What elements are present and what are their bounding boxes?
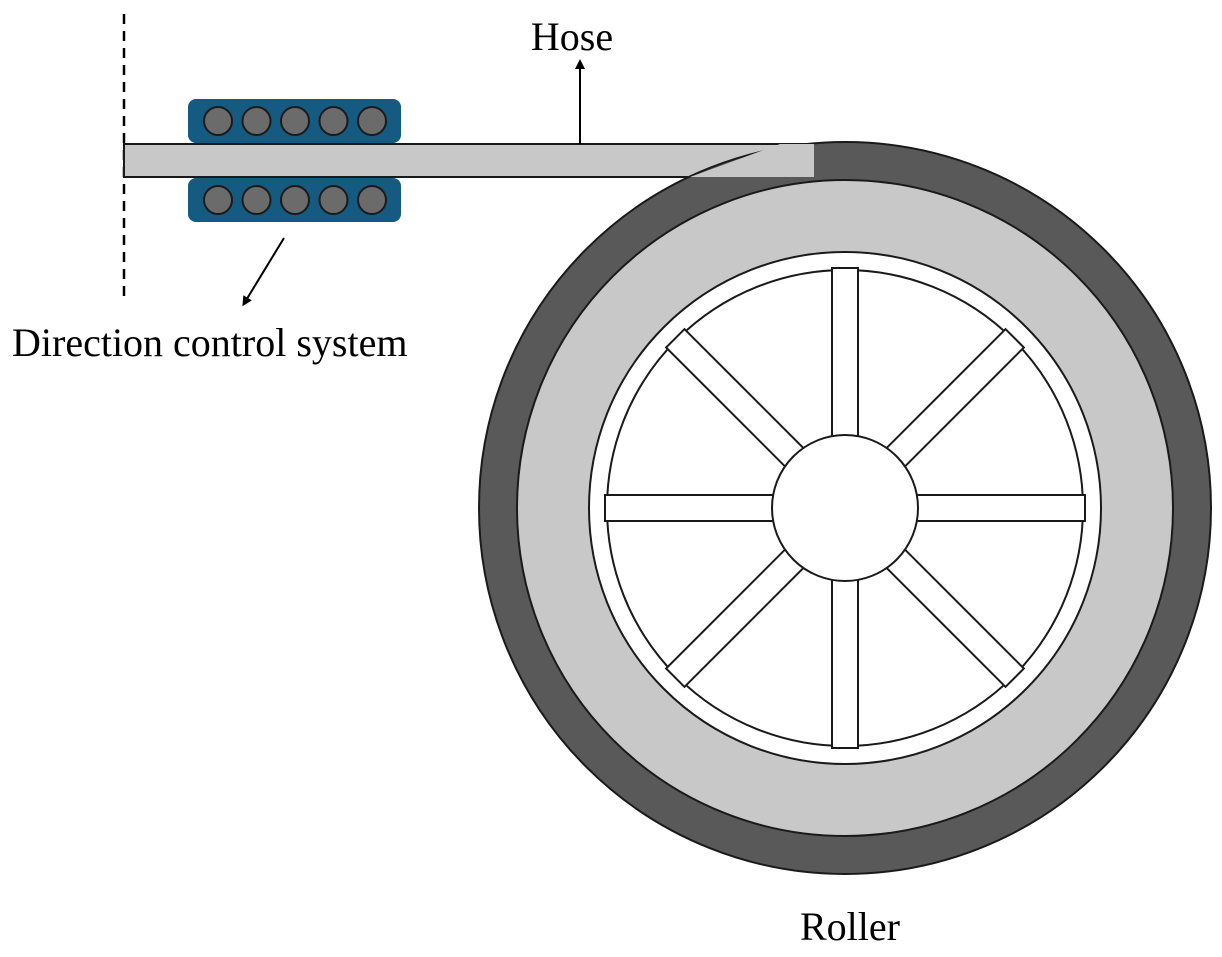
control-roller	[203, 185, 233, 215]
roller-spoke	[831, 267, 859, 438]
control-roller	[357, 185, 387, 215]
roller-spoke	[831, 578, 859, 749]
direction-control-system	[188, 99, 401, 222]
roller-spoke-bar	[915, 494, 1086, 522]
roller-spoke	[604, 494, 775, 522]
control-roller	[241, 185, 272, 215]
control-roller	[318, 106, 349, 136]
control-roller	[357, 106, 387, 136]
roller-wheel	[478, 141, 1212, 875]
roller-spoke-bar	[831, 578, 859, 749]
control-roller	[280, 185, 310, 215]
roller-hub	[771, 434, 919, 582]
control-roller	[241, 106, 272, 136]
roller-label: Roller	[800, 904, 900, 949]
roller-spoke-bar	[604, 494, 775, 522]
roller-spoke-bar	[831, 267, 859, 438]
control-rollers	[203, 106, 387, 215]
hose-label: Hose	[531, 14, 613, 59]
roller-spokes	[604, 267, 1086, 749]
roller-spoke	[915, 494, 1086, 522]
direction-control-system-label: Direction control system	[12, 320, 407, 365]
control-roller	[203, 106, 233, 136]
control-roller	[318, 185, 349, 215]
hose-wrap	[690, 144, 814, 177]
control-roller	[280, 106, 310, 136]
control-system-pointer-arrow	[242, 237, 285, 307]
